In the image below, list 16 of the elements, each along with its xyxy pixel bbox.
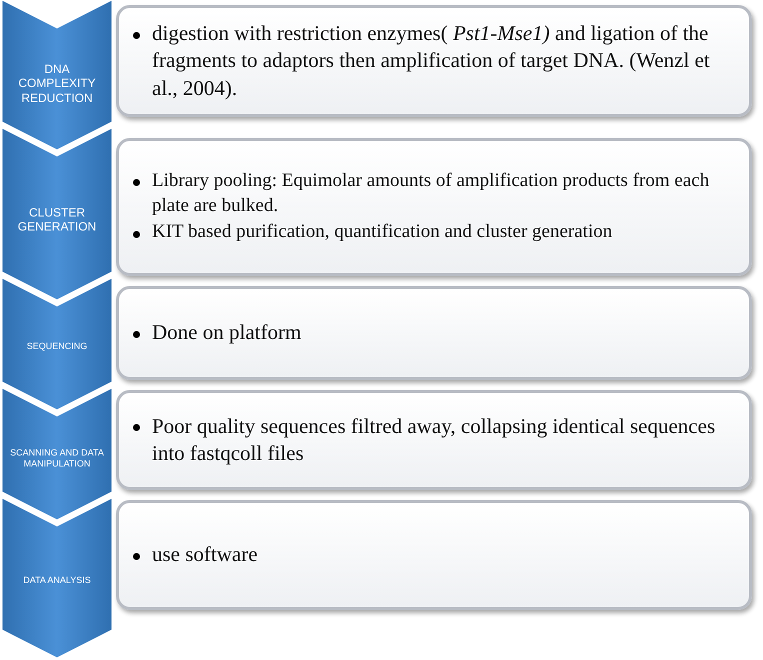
bullet-text: Poor quality sequences filtred away, collapsing identical sequences into fastqcoll files bbox=[152, 412, 716, 467]
text-panel bbox=[116, 286, 752, 380]
step-label: DATA ANALYSIS bbox=[22, 574, 92, 586]
text-panel bbox=[116, 500, 752, 610]
bullet-text: KIT based purification, quantification and cluster generation bbox=[152, 220, 612, 244]
bullet-text: Done on platform bbox=[152, 319, 302, 346]
bullet-text: use software bbox=[152, 541, 258, 568]
step-label: SEQUENCING bbox=[26, 340, 88, 352]
step-label: DNA COMPLEXITY REDUCTION bbox=[17, 62, 97, 106]
step-label: SCANNING AND DATA MANIPULATION bbox=[9, 448, 105, 470]
bullet-text: Library pooling: Equimolar amounts of amplification products from each plate are bulked. bbox=[152, 168, 710, 218]
text-panel bbox=[116, 138, 752, 276]
text-panel bbox=[116, 5, 752, 117]
bullet-text: digestion with restriction enzymes( Pst1-Mse1) and ligation of the fragments to adaptors then amplification of target DNA. (Wenzl et al., 2004). bbox=[152, 20, 711, 102]
step-label: CLUSTER GENERATION bbox=[16, 205, 98, 234]
text-panel bbox=[116, 390, 752, 490]
